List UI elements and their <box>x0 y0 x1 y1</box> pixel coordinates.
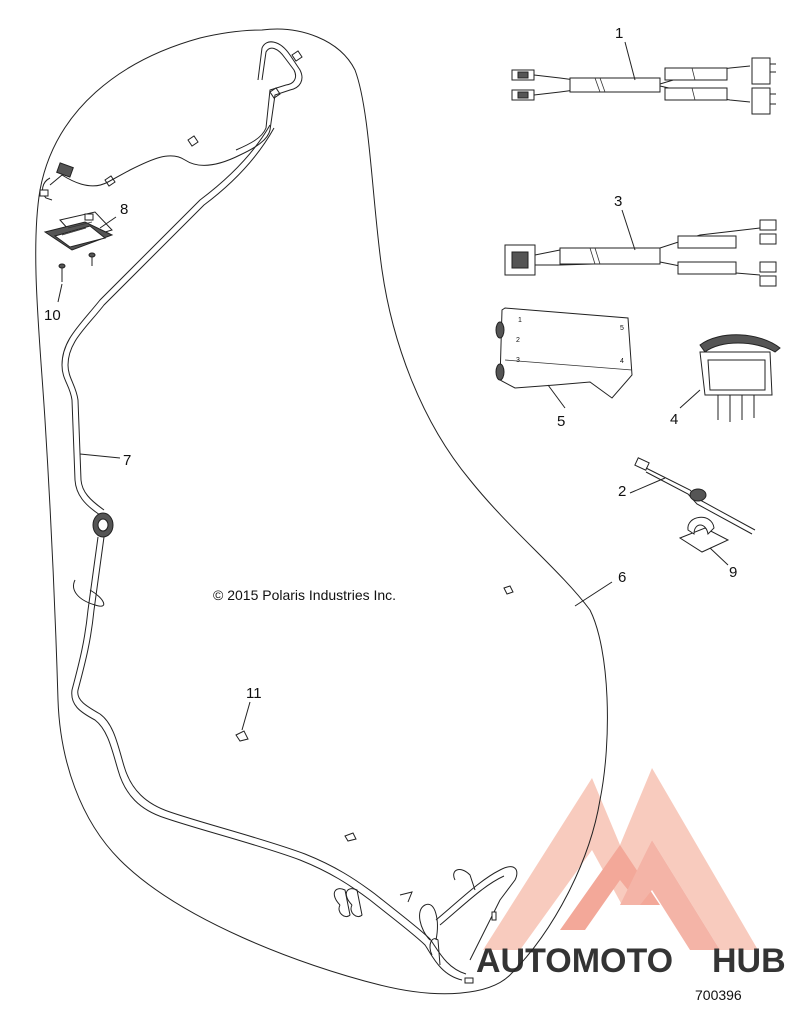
pin-label: 5 <box>620 325 624 332</box>
callout-2: 2 <box>618 483 626 500</box>
harness-part-1 <box>511 57 776 115</box>
automotohub-logo: AUTOMOTO HUB <box>476 768 786 980</box>
pin-label: 1 <box>518 317 522 324</box>
watermark-text-hub: HUB <box>712 942 786 980</box>
callout-8: 8 <box>120 201 128 218</box>
callout-labels: 1 2 3 4 5 6 7 8 9 10 11 <box>44 25 737 702</box>
rocker-switch-part-4 <box>699 334 781 422</box>
module-part-8 <box>43 211 114 251</box>
clip-icon <box>104 50 303 187</box>
outline-part-6 <box>35 28 608 995</box>
connector-icon <box>39 162 74 201</box>
callout-11: 11 <box>246 685 262 702</box>
cable-tie-part-2 <box>634 457 756 535</box>
callout-7: 7 <box>123 452 131 469</box>
clamp-icon <box>333 888 497 984</box>
pin-label: 3 <box>516 357 520 364</box>
clip-part-11 <box>235 585 514 842</box>
clip-part-9 <box>678 516 730 553</box>
callout-3: 3 <box>614 193 622 210</box>
pin-label: 4 <box>620 358 624 365</box>
harness-part-3 <box>504 219 777 287</box>
leader-lines <box>57 41 729 731</box>
watermark-text-automoto: AUTOMOTO <box>476 942 673 980</box>
switch-housing-part-5: 1 2 3 4 5 <box>495 307 633 399</box>
callout-6: 6 <box>618 569 626 586</box>
callout-4: 4 <box>670 411 678 428</box>
callout-10: 10 <box>44 307 61 324</box>
drawing-number: 700396 <box>695 987 742 1003</box>
callout-9: 9 <box>729 564 737 581</box>
callout-1: 1 <box>615 25 623 42</box>
callout-5: 5 <box>557 413 565 430</box>
copyright-text: © 2015 Polaris Industries Inc. <box>213 587 396 603</box>
screw-part-10 <box>58 252 96 282</box>
harness-part-7 <box>39 41 518 984</box>
pin-label: 2 <box>516 337 520 344</box>
